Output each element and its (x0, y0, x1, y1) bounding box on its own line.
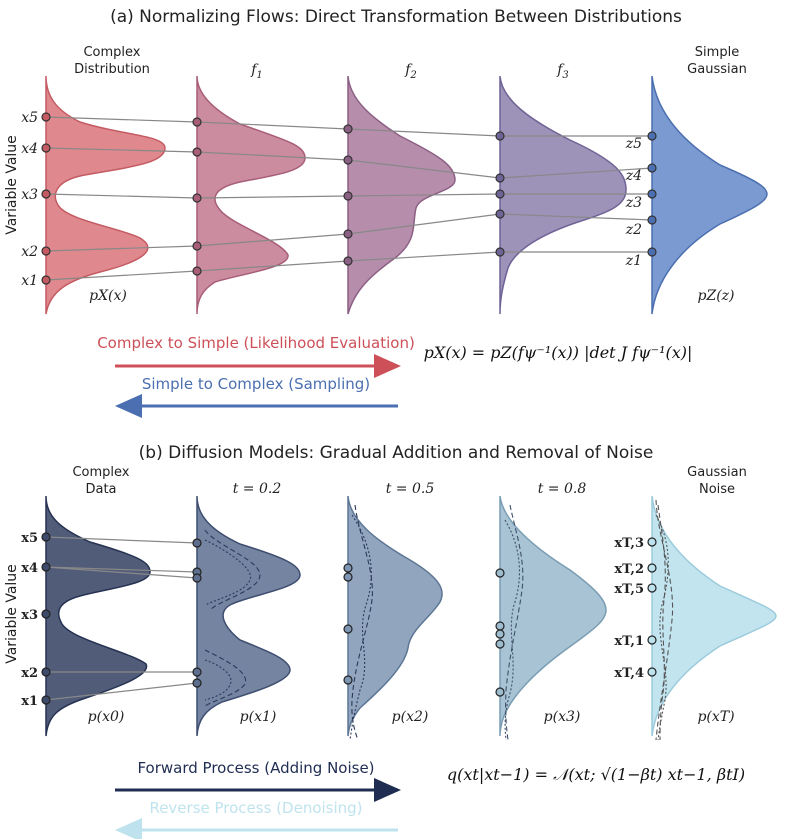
bx2-label: x2 (21, 666, 38, 681)
dist-t3 (499, 495, 607, 737)
bx4-label: x4 (21, 561, 38, 576)
p-x2-label: p(x2) (392, 709, 429, 725)
dist-t2 (347, 495, 443, 737)
col-f2-header: f2 (404, 62, 417, 81)
xT4-label: xT,4 (614, 666, 644, 681)
z1-label: z1 (625, 253, 642, 269)
diffusion-points (41, 532, 657, 705)
dist-data (45, 495, 151, 737)
dist-f3 (499, 75, 627, 315)
dist-gauss (651, 75, 768, 315)
col-complex-header-1: Complex (83, 45, 140, 60)
diffusion-connectors (45, 536, 198, 701)
panel-a: (a) Normalizing Flows: Direct Transforma… (4, 7, 768, 418)
backward-arrow-label: Simple to Complex (Sampling) (142, 375, 370, 393)
x1-label: x1 (21, 273, 38, 289)
bx5-label: x5 (21, 531, 38, 546)
x3-label: x3 (21, 187, 38, 203)
p-x1-label: p(x1) (240, 709, 277, 725)
panel-a-y-axis-label: Variable Value (4, 135, 20, 235)
p-x3-label: p(x3) (544, 709, 581, 725)
z3-label: z3 (625, 195, 642, 211)
panel-b-y-axis-label: Variable Value (4, 564, 20, 664)
dist-t1 (196, 495, 301, 737)
forward-process-label: Forward Process (Adding Noise) (137, 759, 374, 777)
forward-kernel-formula: q(xt|xt−1) = 𝒩(xt; √(1−βt) xt−1, βtI) (447, 765, 745, 784)
forward-arrow-label: Complex to Simple (Likelihood Evaluation… (97, 334, 415, 352)
col-data-header-2: Data (85, 482, 116, 497)
col-noise-header-1: Gaussian (687, 465, 747, 480)
xT3-label: xT,3 (614, 536, 644, 551)
col-t08-header: t = 0.8 (538, 481, 587, 497)
col-gauss-header-2: Gaussian (687, 62, 747, 77)
p-xT-label: p(xT) (697, 709, 734, 725)
bx3-label: x3 (21, 608, 38, 623)
dist-noise (651, 495, 777, 737)
x2-label: x2 (21, 244, 38, 260)
xT2-label: xT,2 (614, 562, 644, 577)
col-t02-header: t = 0.2 (233, 481, 282, 497)
col-gauss-header-1: Simple (695, 45, 739, 60)
noise-trajectories (204, 499, 674, 741)
bx1-label: x1 (21, 694, 38, 709)
x4-label: x4 (21, 141, 38, 157)
col-complex-header-2: Distribution (74, 62, 150, 77)
reverse-process-label: Reverse Process (Denoising) (149, 799, 362, 817)
x5-label: x5 (21, 110, 38, 126)
col-data-header-1: Complex (72, 465, 129, 480)
col-noise-header-2: Noise (699, 482, 735, 497)
p-x0-label: p(x0) (88, 709, 125, 725)
pz-label: pZ(z) (698, 288, 735, 304)
panel-a-title: (a) Normalizing Flows: Direct Transforma… (110, 7, 682, 27)
col-f3-header: f3 (556, 62, 569, 81)
panel-b-title: (b) Diffusion Models: Gradual Addition a… (139, 443, 654, 463)
z2-label: z2 (625, 222, 642, 238)
panel-b: (b) Diffusion Models: Gradual Addition a… (4, 443, 777, 839)
z5-label: z5 (625, 136, 642, 152)
z4-label: z4 (625, 168, 642, 184)
dist-f1 (196, 75, 306, 315)
change-of-variables-formula: pX(x) = pZ(fψ⁻¹(x)) |det J fψ⁻¹(x)| (424, 343, 693, 362)
dist-complex (45, 75, 166, 315)
col-f1-header: f1 (250, 62, 263, 81)
col-t05-header: t = 0.5 (386, 481, 435, 497)
flow-points (41, 112, 657, 285)
xT1-label: xT,1 (614, 634, 644, 649)
px-label: pX(x) (89, 288, 127, 304)
xT5-label: xT,5 (614, 582, 644, 597)
